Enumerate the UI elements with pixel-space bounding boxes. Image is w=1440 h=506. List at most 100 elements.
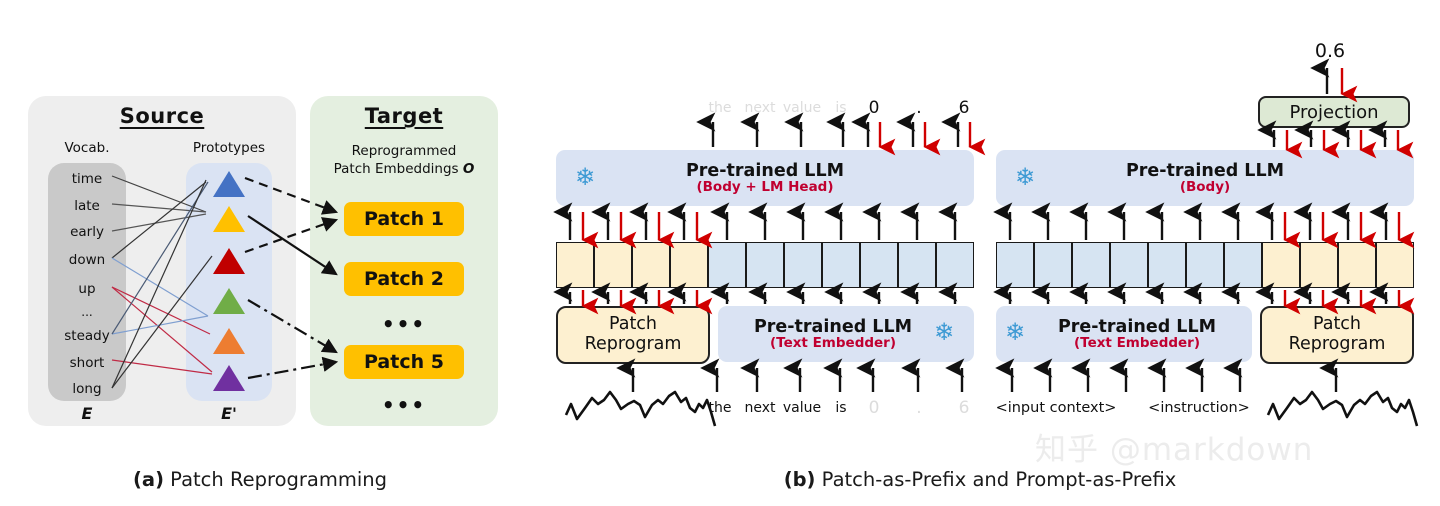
vocab-item-early: early [70, 224, 104, 240]
pap-input-token-is: is [835, 400, 847, 416]
patch-ellipsis-end: ••• [381, 393, 427, 417]
patch-ellipsis-mid: ••• [381, 312, 427, 336]
ppp-token-4 [1148, 242, 1186, 288]
patch-box-2: Patch 2 [344, 262, 464, 296]
vocab-label: Vocab. [64, 140, 110, 156]
snowflake-icon: ❄ [575, 163, 596, 191]
source-title: Source [119, 104, 205, 128]
patch-box-5: Patch 5 [344, 345, 464, 379]
ppp-reprogram-line2: Reprogram [1288, 334, 1386, 354]
pap-token-grad-arrows-top [581, 212, 713, 249]
ppp-token-6 [1224, 242, 1262, 288]
pap-reprogram-line2: Reprogram [584, 334, 682, 354]
pap-output-token-dot: . [916, 98, 922, 118]
vocab-item-short: short [69, 355, 105, 371]
vocab-symbol: E [81, 404, 93, 423]
pap-input-token-next: next [744, 400, 776, 416]
ppp-token-9 [1338, 242, 1376, 288]
pap-llm-bottom: Pre-trained LLM (Text Embedder) [718, 306, 974, 362]
ppp-token-1 [1034, 242, 1072, 288]
pap-token-6 [784, 242, 822, 288]
pap-patch-reprogram: Patch Reprogram [556, 306, 710, 364]
ppp-embed-to-token-arrows [993, 282, 1389, 304]
ppp-llm-to-projection-arrows [1257, 120, 1388, 147]
pap-token-1 [594, 242, 632, 288]
prototype-triangle-purple [213, 365, 245, 391]
snowflake-icon: ❄ [1005, 318, 1026, 346]
pap-llm-bottom-sub: (Text Embedder) [769, 335, 897, 352]
vocab-item-down: down [68, 252, 106, 268]
prototype-triangle-green [213, 288, 245, 314]
pap-token-3 [670, 242, 708, 288]
ppp-llm-bottom-sub: (Text Embedder) [1073, 335, 1201, 352]
pap-input-token-dot: . [916, 398, 922, 418]
ppp-token-8 [1300, 242, 1338, 288]
pap-token-4 [708, 242, 746, 288]
pap-llm-top: Pre-trained LLM (Body + LM Head) [556, 150, 974, 206]
pap-output-grad-arrows [878, 122, 986, 156]
prototype-triangle-orange [213, 328, 245, 354]
pap-output-token-6: 6 [958, 98, 970, 118]
pap-output-token-is: is [835, 100, 847, 116]
ppp-projection-output-arrows [1310, 58, 1358, 103]
caption-b: (b) Patch-as-Prefix and Prompt-as-Prefix [520, 468, 1440, 491]
vocab-item-long: long [72, 381, 102, 397]
pap-reprogram-line1: Patch [608, 314, 658, 335]
ppp-output-value: 0.6 [1314, 40, 1346, 62]
ppp-llm-top: Pre-trained LLM (Body) [996, 150, 1414, 206]
watermark: 知乎 @markdown [1035, 432, 1314, 468]
ppp-token-3 [1110, 242, 1148, 288]
pap-token-7 [822, 242, 860, 288]
pap-token-grad-arrows-bottom [581, 290, 713, 315]
caption-b-tag: (b) [783, 468, 816, 491]
pap-token-0 [556, 242, 594, 288]
snowflake-icon: ❄ [1015, 163, 1036, 191]
pap-llm-top-title: Pre-trained LLM [685, 160, 845, 181]
caption-a-tag: (a) [133, 468, 164, 491]
vocab-item-time: time [71, 171, 103, 187]
pap-token-10 [936, 242, 974, 288]
ppp-projection-grad-arrows [1285, 130, 1414, 159]
pap-output-token-0: 0 [868, 98, 880, 118]
ppp-llm-bottom-title: Pre-trained LLM [1057, 316, 1217, 337]
ppp-input-context-label: <input context> [995, 400, 1117, 416]
prototype-symbol: E' [221, 404, 237, 423]
pap-embed-to-token-arrows [553, 282, 958, 304]
pap-llm-bottom-title: Pre-trained LLM [753, 316, 913, 337]
ppp-llm-top-sub: (Body) [1179, 179, 1231, 196]
patch-box-1: Patch 1 [344, 202, 464, 236]
target-subtitle-line1: Reprogrammed [351, 143, 457, 159]
vocab-item-late: late [74, 198, 100, 214]
pap-input-token-6: 6 [958, 398, 970, 418]
ppp-llm-bottom: Pre-trained LLM (Text Embedder) [996, 306, 1252, 362]
target-subtitle-symbol: O [462, 161, 475, 177]
ppp-token-0 [996, 242, 1034, 288]
pap-output-token-next: next [744, 100, 776, 116]
pap-timeseries-waveform [564, 390, 717, 427]
prototypes-label: Prototypes [192, 140, 266, 156]
pap-input-token-0: 0 [868, 398, 880, 418]
target-subtitle-text: Patch Embeddings [333, 161, 459, 177]
ppp-reprogram-line1: Patch [1312, 314, 1362, 335]
ppp-token-5 [1186, 242, 1224, 288]
vocab-item-ellipsis: ... [81, 305, 93, 319]
ppp-token-10 [1376, 242, 1414, 288]
ppp-patch-reprogram: Patch Reprogram [1260, 306, 1414, 364]
pap-token-9 [898, 242, 936, 288]
target-title: Target [364, 104, 444, 128]
pap-output-token-the: the [708, 100, 732, 116]
ppp-token-grad-arrows-bottom [1283, 290, 1415, 315]
caption-b-text: Patch-as-Prefix and Prompt-as-Prefix [815, 468, 1177, 491]
ppp-timeseries-waveform [1266, 390, 1419, 427]
ppp-instruction-label: <instruction> [1148, 400, 1250, 416]
prototype-triangle-blue [213, 171, 245, 197]
ppp-projection-box: Projection [1258, 96, 1410, 128]
snowflake-icon: ❄ [934, 318, 955, 346]
vocab-item-steady: steady [64, 328, 110, 344]
ppp-llm-top-title: Pre-trained LLM [1125, 160, 1285, 181]
pap-token-2 [632, 242, 670, 288]
pap-input-token-the: the [708, 400, 732, 416]
caption-a: (a) Patch Reprogramming [0, 468, 520, 491]
ppp-token-7 [1262, 242, 1300, 288]
